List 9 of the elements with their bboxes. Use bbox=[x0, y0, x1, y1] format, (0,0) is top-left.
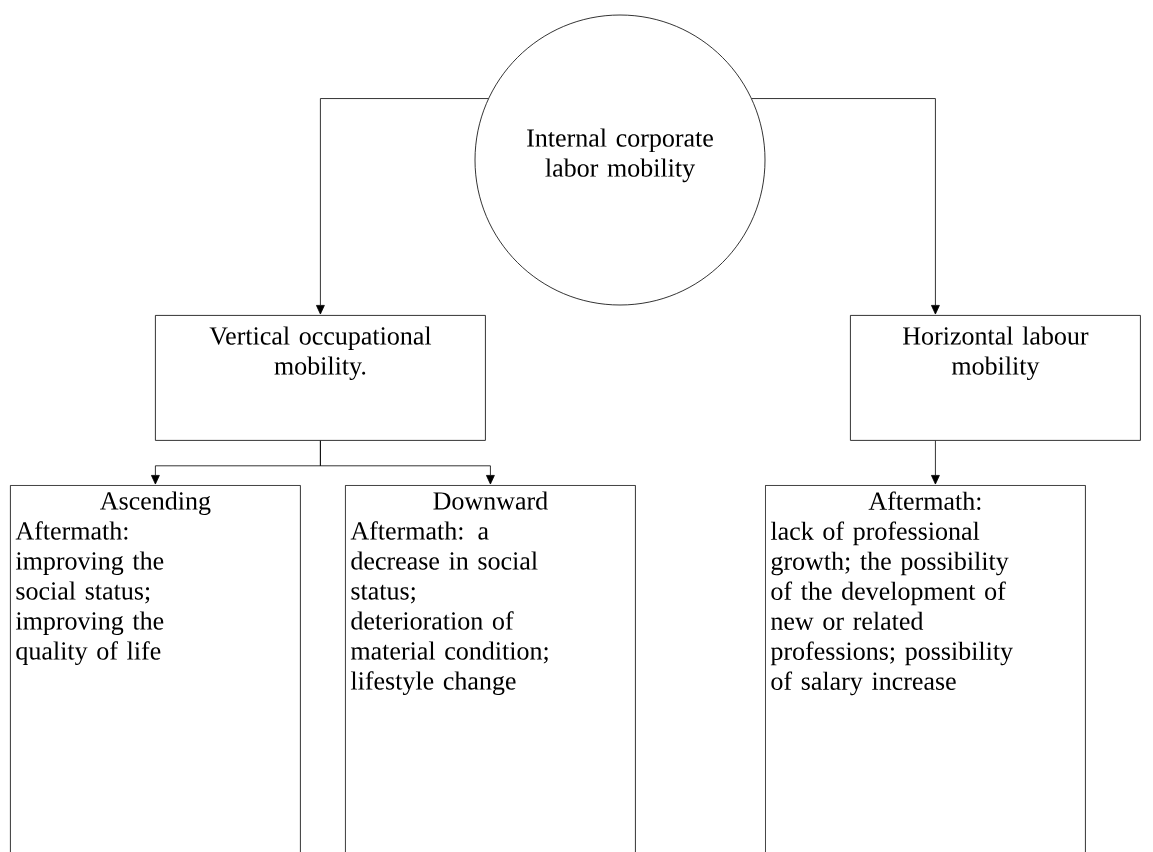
outcome-box: Downward Aftermath: a decrease in social status; deterioration of material condition; lifestyle change bbox=[345, 485, 636, 852]
category-box: Vertical occupational mobility. bbox=[155, 315, 486, 441]
arrow bbox=[931, 440, 940, 485]
category-box: Horizontal labour mobility bbox=[850, 315, 1141, 441]
arrow bbox=[751, 98, 940, 315]
outcome-box: Aftermath: lack of professional growth; the possibility of the development of new or related professions; possibility of salary increase bbox=[765, 485, 1086, 852]
outcome-box: Ascending Aftermath: improving the social status; improving the quality of life bbox=[10, 485, 301, 852]
arrow bbox=[316, 98, 489, 315]
arrow bbox=[320, 440, 495, 485]
